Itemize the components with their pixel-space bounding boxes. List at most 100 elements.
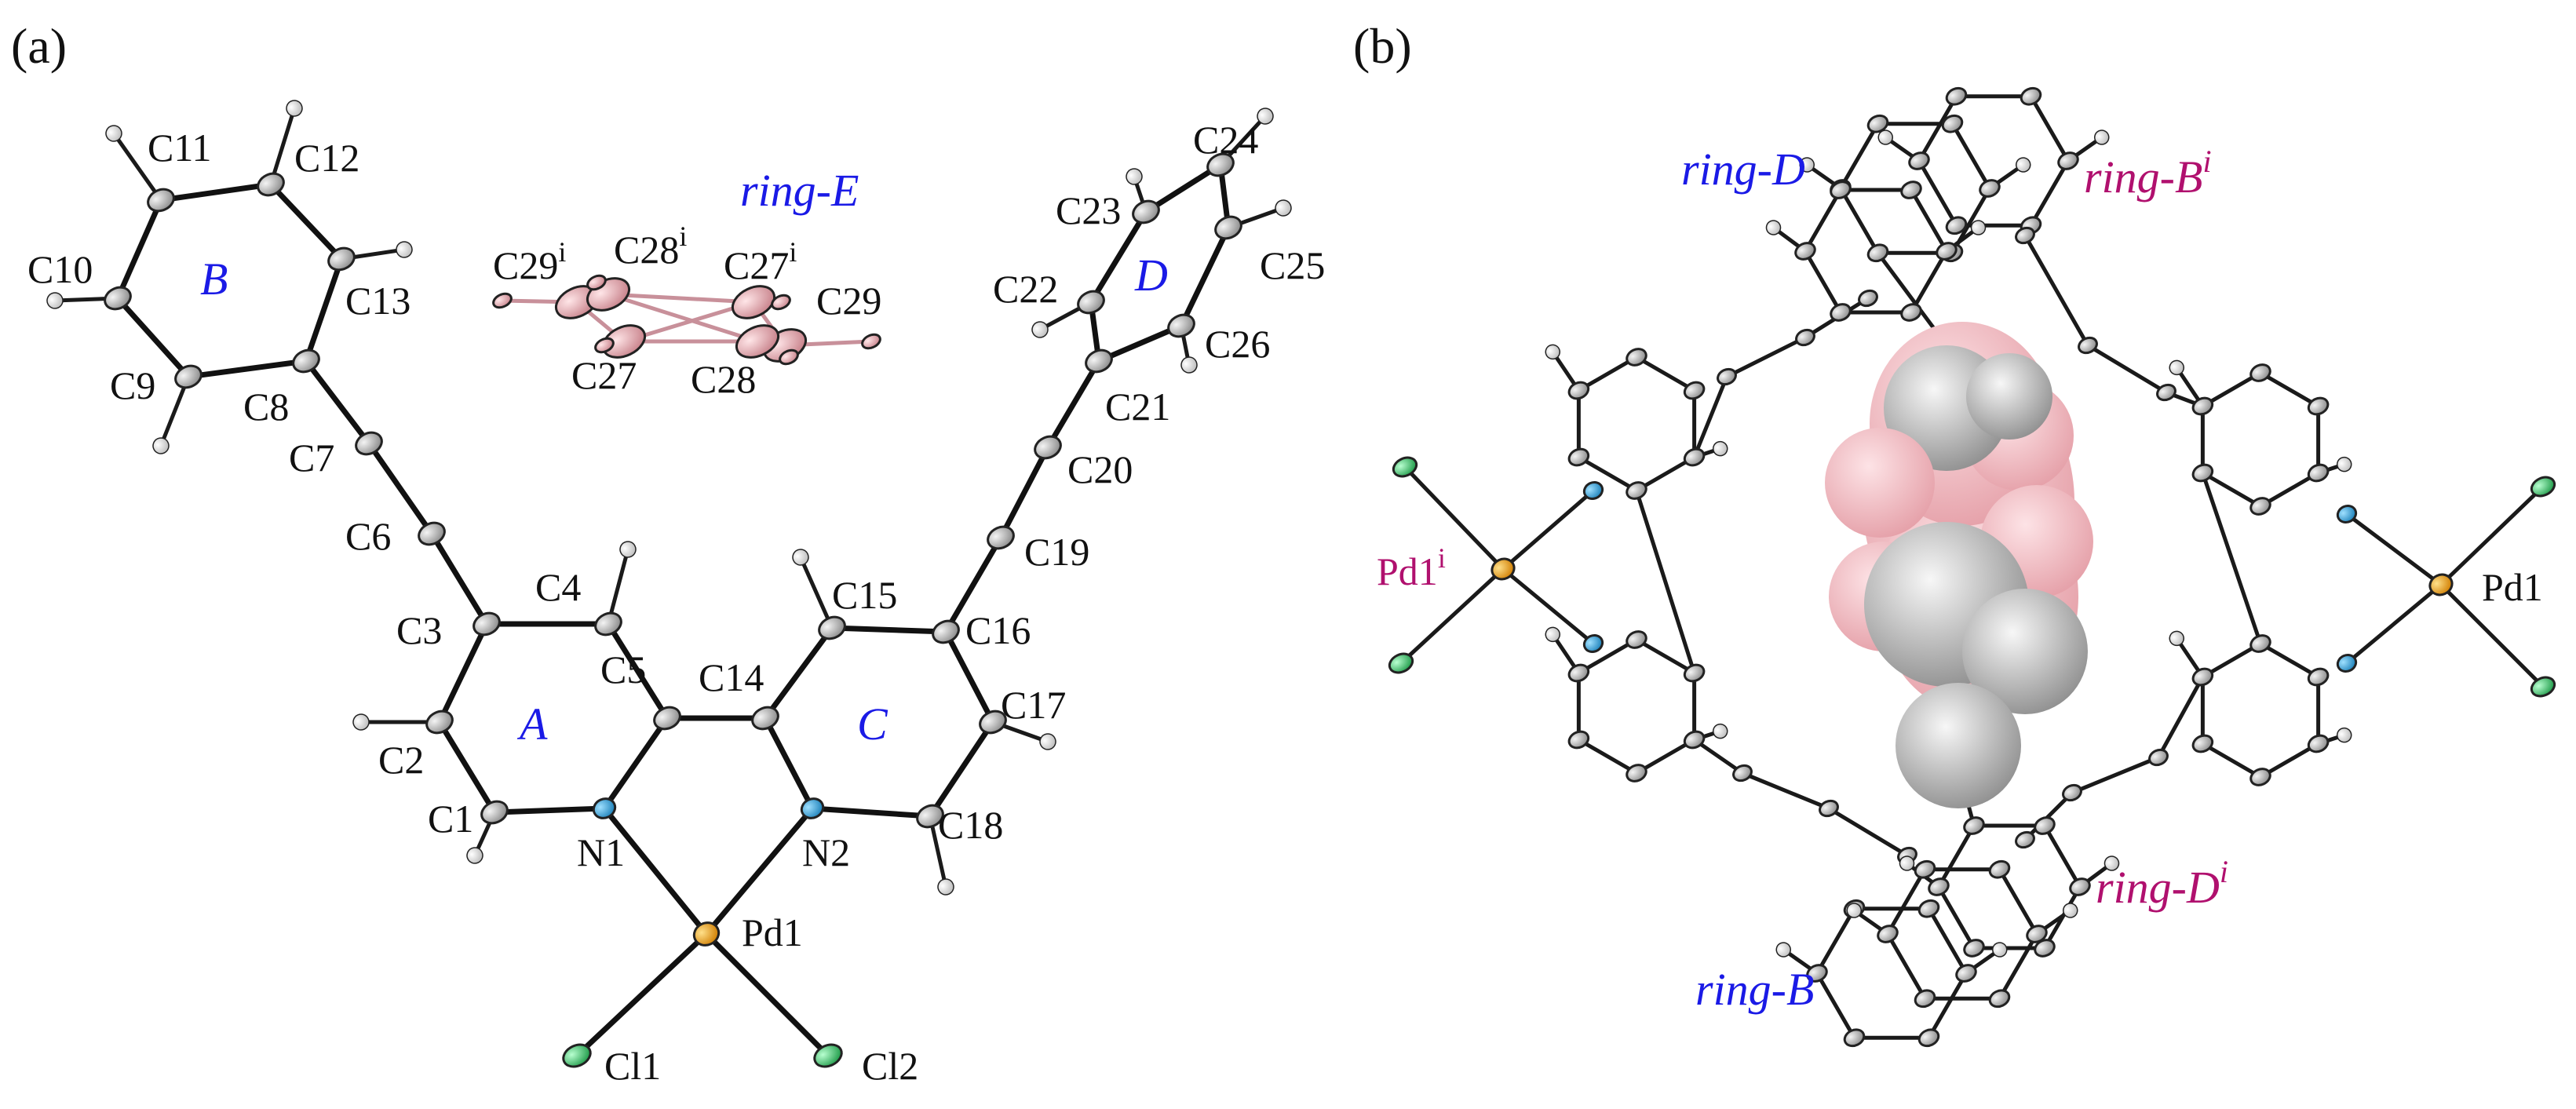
C9-atom bbox=[174, 364, 203, 389]
linker-c9-atom bbox=[2148, 748, 2169, 767]
linker-c11-atom bbox=[2015, 830, 2035, 849]
cage-cl3-atom bbox=[2530, 676, 2556, 698]
bond bbox=[1909, 249, 1949, 315]
cage-h4-3-atom bbox=[1799, 157, 1815, 173]
panel-a-atoms bbox=[46, 100, 1292, 1068]
C18-atom bbox=[916, 804, 944, 829]
C17-atom bbox=[979, 710, 1007, 735]
bond bbox=[2200, 471, 2263, 646]
cage-c8-0-atom bbox=[1955, 964, 1977, 983]
bond bbox=[1143, 162, 1224, 215]
bond bbox=[2258, 641, 2321, 679]
bond bbox=[1399, 567, 1505, 666]
C26-h-atom bbox=[1180, 356, 1198, 374]
bond bbox=[605, 621, 670, 721]
cage-c7-5-atom bbox=[1988, 859, 2011, 879]
bond bbox=[1936, 885, 1976, 950]
bond bbox=[1692, 738, 1745, 775]
bond bbox=[115, 197, 164, 301]
atom-label-c26: C26 bbox=[1205, 322, 1270, 366]
bond bbox=[829, 625, 949, 635]
atom-label-c27i: C27i bbox=[724, 236, 797, 287]
cage-c3-2-atom bbox=[2191, 734, 2214, 753]
Cl1-atom bbox=[562, 1043, 592, 1068]
cage-c0-3-atom bbox=[1567, 381, 1590, 400]
bond bbox=[601, 805, 710, 937]
atom-label-c1: C1 bbox=[428, 797, 473, 841]
C4-atom bbox=[594, 611, 622, 637]
linker-c5-atom bbox=[2015, 226, 2035, 245]
C18-h-atom bbox=[937, 878, 954, 896]
ring-e-h2-atom bbox=[771, 294, 791, 311]
cage-c9-1-atom bbox=[2034, 939, 2056, 958]
cage-h2-3-atom bbox=[2169, 359, 2185, 376]
C19-atom bbox=[987, 525, 1015, 550]
panel-b: (b) ring-D ring-Bi ring-B ring-Di Pd1i P… bbox=[1353, 18, 2556, 1048]
cage-c8-3-atom bbox=[1806, 964, 1828, 983]
cage-c1-3-atom bbox=[1567, 663, 1590, 683]
linker-c7-atom bbox=[1819, 799, 1839, 818]
bond bbox=[927, 719, 996, 819]
atom-label-c29: C29 bbox=[816, 279, 881, 323]
ring-label-a: A bbox=[516, 699, 548, 750]
bond bbox=[606, 292, 760, 344]
C9-h-atom bbox=[152, 437, 170, 454]
bond bbox=[303, 256, 345, 364]
cage-c1-5-atom bbox=[1683, 663, 1706, 683]
bond bbox=[1740, 771, 1831, 811]
C17-h-atom bbox=[1039, 733, 1056, 750]
cage-c7-3-atom bbox=[1877, 925, 1899, 943]
bond bbox=[1634, 637, 1697, 675]
bond bbox=[2042, 823, 2082, 889]
bond bbox=[436, 621, 490, 725]
C1-h-atom bbox=[466, 847, 483, 864]
cage-c9-3-atom bbox=[1928, 877, 1950, 896]
C8-atom bbox=[292, 348, 320, 374]
C15-atom bbox=[818, 615, 846, 640]
bond bbox=[762, 625, 835, 721]
cage-c2-4-atom bbox=[2249, 363, 2271, 382]
bond bbox=[809, 805, 933, 819]
atom-label-c23: C23 bbox=[1056, 188, 1121, 232]
C12-h-atom bbox=[286, 100, 303, 117]
C26-atom bbox=[1167, 313, 1195, 338]
bond bbox=[2200, 742, 2263, 779]
bond bbox=[303, 358, 372, 447]
cage-h5-3-atom bbox=[1877, 130, 1893, 145]
bond bbox=[1576, 738, 1639, 775]
atom-label-c18: C18 bbox=[938, 803, 1003, 847]
cage-n2-atom bbox=[2336, 504, 2358, 524]
cage-c0-2-atom bbox=[1567, 447, 1590, 467]
C23-h-atom bbox=[1126, 168, 1143, 185]
bond bbox=[1403, 465, 1505, 571]
cage-c0-0-atom bbox=[1683, 447, 1706, 467]
bond bbox=[1927, 907, 1968, 976]
bond bbox=[115, 295, 192, 380]
bond bbox=[2085, 343, 2169, 395]
pd1-label-b: Pd1 bbox=[2482, 565, 2543, 609]
cage-c8-5-atom bbox=[1917, 899, 1940, 918]
bond bbox=[268, 181, 345, 262]
bond bbox=[2344, 512, 2443, 587]
C22-h-atom bbox=[1031, 321, 1049, 338]
bond bbox=[2029, 159, 2071, 228]
ring-label-b-bi: ring-Bi bbox=[2084, 144, 2212, 202]
bond bbox=[1815, 907, 1856, 976]
C11-atom bbox=[147, 188, 175, 213]
linker-c0-atom bbox=[1717, 367, 1737, 386]
cage-cl0-atom bbox=[1392, 456, 1418, 478]
bond bbox=[111, 131, 163, 202]
pd1-atom bbox=[2428, 573, 2454, 596]
bond bbox=[703, 805, 815, 937]
bond bbox=[1815, 971, 1856, 1040]
cage-c5-3-atom bbox=[1908, 151, 1930, 170]
cage-h7-0-atom bbox=[2063, 903, 2078, 918]
bond bbox=[1501, 488, 1596, 571]
bond bbox=[1634, 355, 1697, 392]
bond bbox=[1927, 971, 1968, 1040]
bond bbox=[1096, 323, 1184, 364]
bond bbox=[1045, 358, 1102, 451]
atom-label-c13: C13 bbox=[345, 279, 410, 323]
atom-label-c15: C15 bbox=[832, 573, 897, 617]
